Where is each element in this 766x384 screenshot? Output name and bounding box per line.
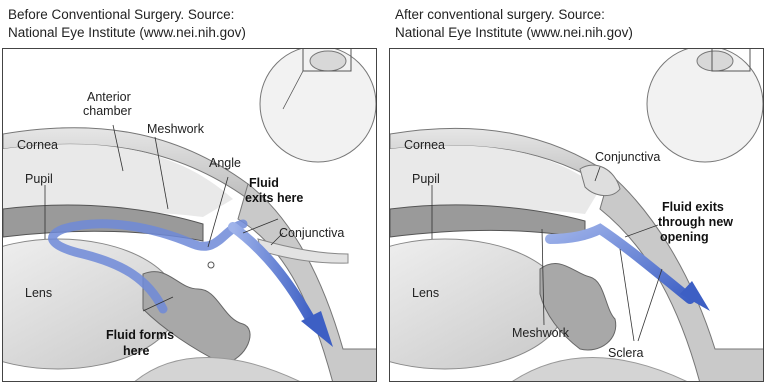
before-caption-line2: National Eye Institute (www.nei.nih.gov) [8, 24, 246, 42]
label-fluid-forms-1: Fluid forms [106, 328, 174, 342]
label-fluid-exits-3: opening [660, 230, 709, 244]
label-anterior-chamber-1: Anterior [87, 90, 131, 104]
before-surgery-panel: Before Conventional Surgery. Source: Nat… [2, 0, 379, 384]
ciliary-body [143, 272, 250, 364]
label-sclera: Sclera [608, 346, 643, 360]
before-diagram-frame: Anterior chamber Meshwork Cornea Angle P… [2, 48, 377, 382]
after-caption: After conventional surgery. Source: Nati… [395, 6, 633, 42]
label-anterior-chamber-2: chamber [83, 104, 132, 118]
lens-shape [390, 239, 565, 369]
label-angle: Angle [209, 156, 241, 170]
label-pupil: Pupil [412, 172, 440, 186]
before-caption: Before Conventional Surgery. Source: Nat… [8, 6, 246, 42]
after-caption-line2: National Eye Institute (www.nei.nih.gov) [395, 24, 633, 42]
after-surgery-panel: After conventional surgery. Source: Nati… [389, 0, 766, 384]
label-cornea: Cornea [17, 138, 58, 152]
label-meshwork: Meshwork [512, 326, 570, 340]
label-lens: Lens [25, 286, 52, 300]
label-fluid-exits-2: through new [658, 215, 733, 229]
after-eye-diagram: Cornea Conjunctiva Pupil Fluid exits thr… [390, 49, 764, 382]
label-fluid-exits-2: exits here [245, 191, 303, 205]
label-conjunctiva: Conjunctiva [279, 226, 344, 240]
label-fluid-exits-1: Fluid exits [662, 200, 724, 214]
label-meshwork: Meshwork [147, 122, 205, 136]
label-conjunctiva: Conjunctiva [595, 150, 660, 164]
after-caption-line1: After conventional surgery. Source: [395, 6, 633, 24]
label-lens: Lens [412, 286, 439, 300]
label-iris: Iris [93, 230, 109, 244]
after-diagram-frame: Cornea Conjunctiva Pupil Fluid exits thr… [389, 48, 764, 382]
before-eye-diagram: Anterior chamber Meshwork Cornea Angle P… [3, 49, 377, 382]
label-fluid-exits-1: Fluid [249, 176, 279, 190]
vitreous-region [510, 358, 690, 383]
sclera-shape [238, 184, 377, 382]
before-caption-line1: Before Conventional Surgery. Source: [8, 6, 246, 24]
label-fluid-forms-2: here [123, 344, 149, 358]
vitreous-region [133, 358, 303, 383]
label-cornea: Cornea [404, 138, 445, 152]
label-pupil: Pupil [25, 172, 53, 186]
